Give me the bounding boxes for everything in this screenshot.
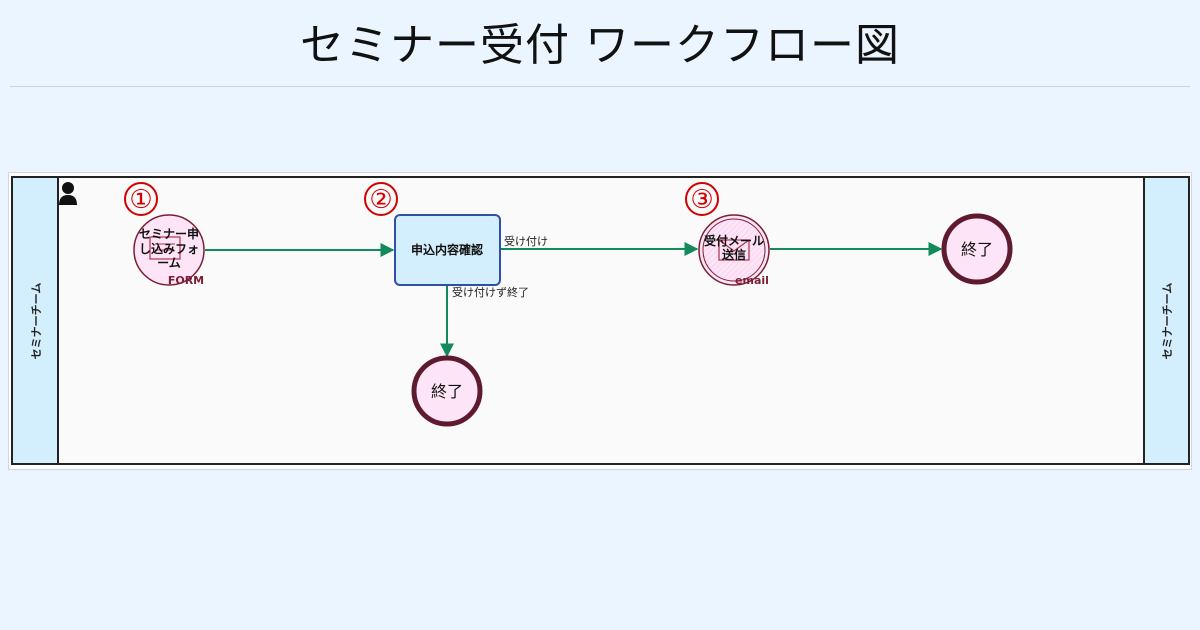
form-icon [149,236,181,260]
end-event-bottom[interactable]: 終了 [411,355,483,427]
title-divider [10,86,1190,87]
step-marker-2: ② [364,182,398,216]
start-event-form[interactable]: セミナー申 し込みフォ ーム FORM [133,214,205,287]
lane-header-right [1143,176,1190,465]
step-marker-1: ① [124,182,158,216]
end-event-right[interactable]: 終了 [941,213,1013,285]
envelope-icon [718,239,750,261]
task-review[interactable]: 申込内容確認 [394,214,501,286]
event-send-email[interactable]: 受付メール 送信 email [698,214,770,287]
page-title: セミナー受付 ワークフロー図 [300,20,900,71]
pool [11,176,1190,465]
svg-text:①: ① [129,185,152,215]
end-right-label: 終了 [961,240,993,259]
email-label-line2: 送信 [721,247,746,262]
email-sub-label: email [735,274,769,287]
lane-header-left [11,176,59,465]
edge-label-accept: 受け付け [504,235,548,248]
edge-label-reject: 受け付けず終了 [452,285,529,299]
person-icon [59,182,77,205]
form-label-line2: し込みフォ [139,241,199,256]
email-label-line1: 受付メール [704,233,764,248]
svg-text:②: ② [369,185,392,215]
lane-label-right: セミナーチーム [1161,283,1174,360]
form-label-line1: セミナー申 [139,226,199,241]
end-bottom-label: 終了 [431,382,463,401]
lane-label-left: セミナーチーム [30,283,43,360]
form-label-line3: ーム [157,256,181,270]
task-review-label: 申込内容確認 [411,242,483,257]
form-sub-label: FORM [168,274,204,287]
svg-text:③: ③ [690,185,713,215]
step-marker-3: ③ [685,182,719,216]
